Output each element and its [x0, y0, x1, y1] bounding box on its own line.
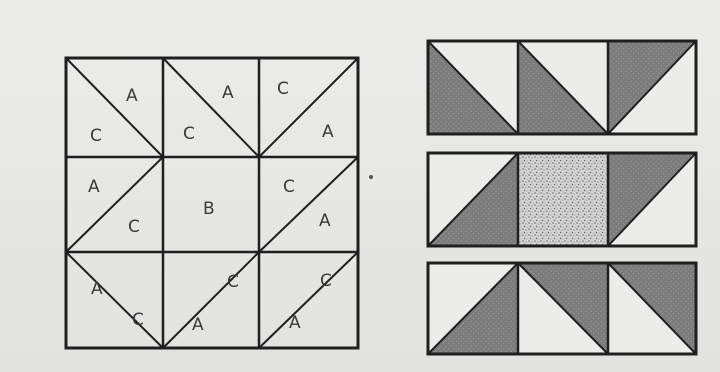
label-r2c2-b: B: [203, 199, 215, 219]
label-r2c1-a: A: [88, 177, 100, 197]
label-r3c1-c: C: [132, 310, 144, 330]
diagonal-r1c3: [259, 58, 358, 157]
strip-row-1: [428, 41, 696, 134]
label-r1c3-c: C: [277, 79, 289, 99]
diagonal-r1c1: [66, 58, 163, 157]
label-r3c3-a: A: [289, 313, 301, 333]
label-r3c3-c: C: [320, 271, 332, 291]
label-r2c3-a: A: [319, 211, 331, 231]
strip-row-3: [428, 263, 696, 354]
pattern-block: A C A C C A A C B C A A C C A C A: [66, 58, 358, 348]
diagonal-r1c2: [163, 58, 259, 157]
label-r1c1-a: A: [126, 86, 138, 106]
diagonal-r2c3: [259, 157, 358, 252]
label-r3c1-a: A: [91, 279, 103, 299]
speck: [369, 175, 373, 179]
label-r1c2-c: C: [183, 124, 195, 144]
strip-2-center-square: [518, 153, 608, 246]
label-r1c3-a: A: [322, 122, 334, 142]
label-r1c2-a: A: [222, 83, 234, 103]
diagonal-r3c1: [66, 252, 163, 348]
diagonal-r3c2: [163, 252, 259, 348]
label-r3c2-c: C: [227, 272, 239, 292]
strip-row-2: [428, 153, 696, 246]
diagonal-r2c1: [66, 157, 163, 252]
label-r3c2-a: A: [192, 315, 204, 335]
label-r2c3-c: C: [283, 177, 295, 197]
label-r1c1-c: C: [90, 126, 102, 146]
diagonal-r3c3: [259, 252, 358, 348]
label-r2c1-c: C: [128, 217, 140, 237]
